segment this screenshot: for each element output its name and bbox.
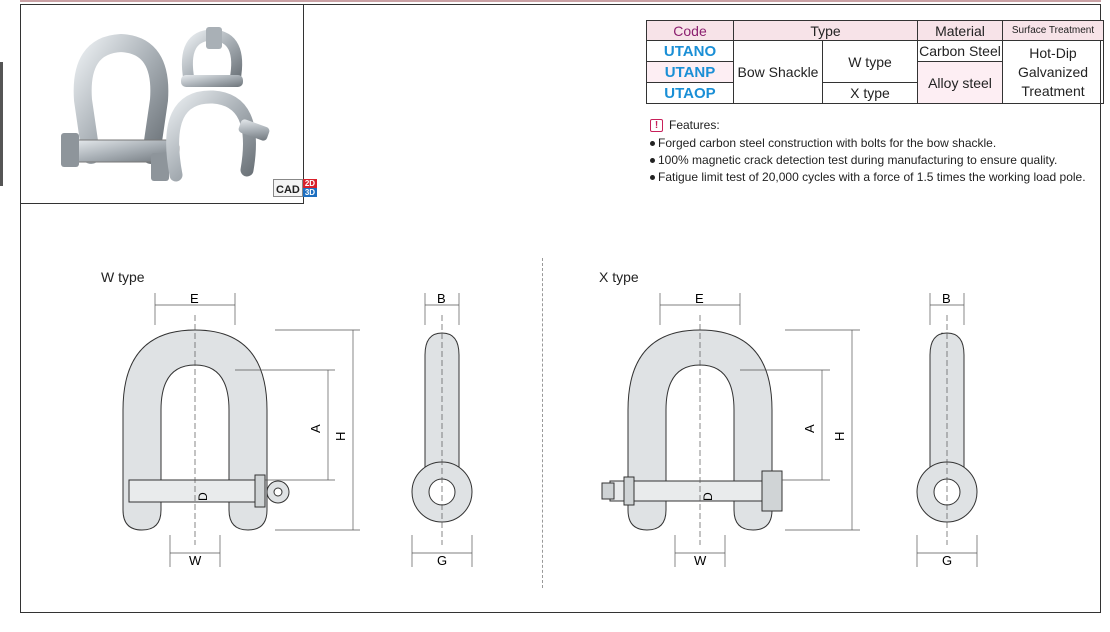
code-utaop: UTAOP [646,82,734,104]
cad-2d-label: 2D [302,179,318,188]
cad-badge[interactable]: CAD 2D 3D [273,179,318,197]
x-dim-h: H [832,432,847,441]
w-dim-b: B [437,291,446,306]
cad-label: CAD [273,179,303,197]
w-dim-g: G [437,553,447,568]
header-code: Code [646,20,734,41]
x-type-title: X type [599,269,639,285]
w-dim-h: H [333,432,348,441]
header-surface: Surface Treatment [1002,20,1104,41]
features-title: Features: [669,118,720,132]
surface-text: Hot-Dip Galvanized Treatment [1017,44,1089,99]
w-type-title: W type [101,269,145,285]
material-alloy: Alloy steel [917,61,1003,104]
type-x: X type [822,82,918,104]
x-dim-d: D [701,492,715,501]
surface-treatment: Hot-Dip Galvanized Treatment [1002,40,1104,104]
code-utanp: UTANP [646,61,734,83]
w-dim-d: D [196,492,210,501]
material-carbon: Carbon Steel [917,40,1003,62]
product-photo: CAD 2D 3D [20,4,318,204]
spec-table: Code Type Material Surface Treatment UTA… [646,20,1104,104]
type-w: W type [822,40,918,83]
page-frame [20,4,1101,613]
side-tab [0,62,3,186]
x-dim-a: A [802,424,817,433]
header-type: Type [733,20,918,41]
x-type-drawing: E B H A D W G [601,291,978,568]
x-dim-w: W [694,553,707,568]
type-bow-shackle: Bow Shackle [733,40,823,104]
cad-3d-label: 3D [302,188,318,197]
section-divider [542,258,543,588]
w-dim-e: E [190,291,199,306]
w-dim-a: A [308,424,323,433]
features-block: ! Features: Forged carbon steel construc… [650,117,1086,186]
feature-item: Fatigue limit test of 20,000 cycles with… [650,169,1086,186]
w-type-drawing: E B H A D W G [122,291,473,568]
x-dim-e: E [695,291,704,306]
exclamation-icon: ! [650,119,663,132]
header-material: Material [917,20,1003,41]
shackle-photo-illustration [61,27,270,182]
top-rule [20,0,1101,2]
feature-item: 100% magnetic crack detection test durin… [650,152,1086,169]
x-dim-b: B [942,291,951,306]
w-dim-w: W [189,553,202,568]
code-utano: UTANO [646,40,734,62]
x-dim-g: G [942,553,952,568]
feature-item: Forged carbon steel construction with bo… [650,135,1086,152]
